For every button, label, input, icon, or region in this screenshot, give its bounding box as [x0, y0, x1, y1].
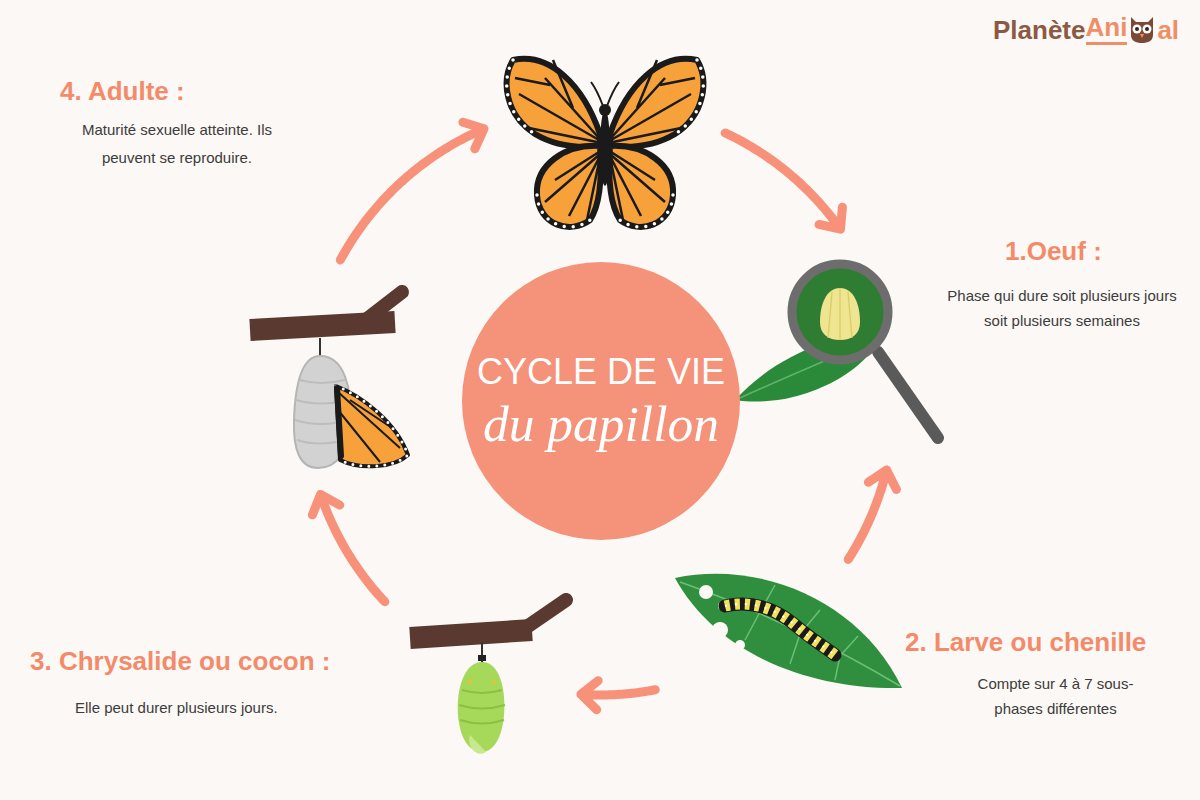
caterpillar-leaf	[675, 574, 902, 688]
cycle-arrow	[725, 133, 842, 229]
logo-text: Ani	[1086, 12, 1128, 45]
stage-description: Compte sur 4 à 7 sous-phases différentes	[958, 671, 1153, 721]
logo-text: al	[1157, 15, 1179, 45]
egg-magnifier	[735, 264, 938, 438]
adult-butterfly	[507, 59, 704, 227]
stage-node: 3. Chrysalide ou cocon :Elle peut durer …	[410, 598, 555, 760]
center-title: CYCLE DE VIE	[477, 349, 725, 395]
center-circle: CYCLE DE VIEdu papillon	[462, 262, 740, 540]
stage-heading: 2. Larve ou chenille	[905, 627, 1146, 658]
stage-node: 4. Adulte :Maturité sexuelle atteinte. I…	[510, 52, 700, 235]
stage-heading: 3. Chrysalide ou cocon :	[30, 646, 331, 677]
cycle-arrow	[848, 470, 896, 559]
owl-icon	[1128, 13, 1156, 43]
stage-description: Maturité sexuelle atteinte. Ils peuvent …	[62, 116, 292, 172]
cycle-arrow	[581, 681, 655, 710]
cycle-arrow	[312, 122, 484, 601]
center-subtitle: du papillon	[483, 395, 719, 453]
stage-heading: 4. Adulte :	[60, 76, 185, 107]
logo-text: Planète	[993, 15, 1086, 45]
stage-description: Elle peut durer plusieurs jours.	[75, 695, 278, 720]
emerging-butterfly	[250, 292, 408, 468]
logo: PlanèteAnial	[993, 12, 1179, 45]
stage-node: 2. Larve ou chenilleCompte sur 4 à 7 sou…	[680, 585, 895, 690]
stage-node: 1.Oeuf :Phase qui dure soit plusieurs jo…	[735, 255, 945, 445]
green-chrysalis	[410, 600, 566, 754]
stage-description: Phase qui dure soit plusieurs jours soit…	[947, 283, 1177, 333]
stage-heading: 1.Oeuf :	[1005, 236, 1102, 267]
